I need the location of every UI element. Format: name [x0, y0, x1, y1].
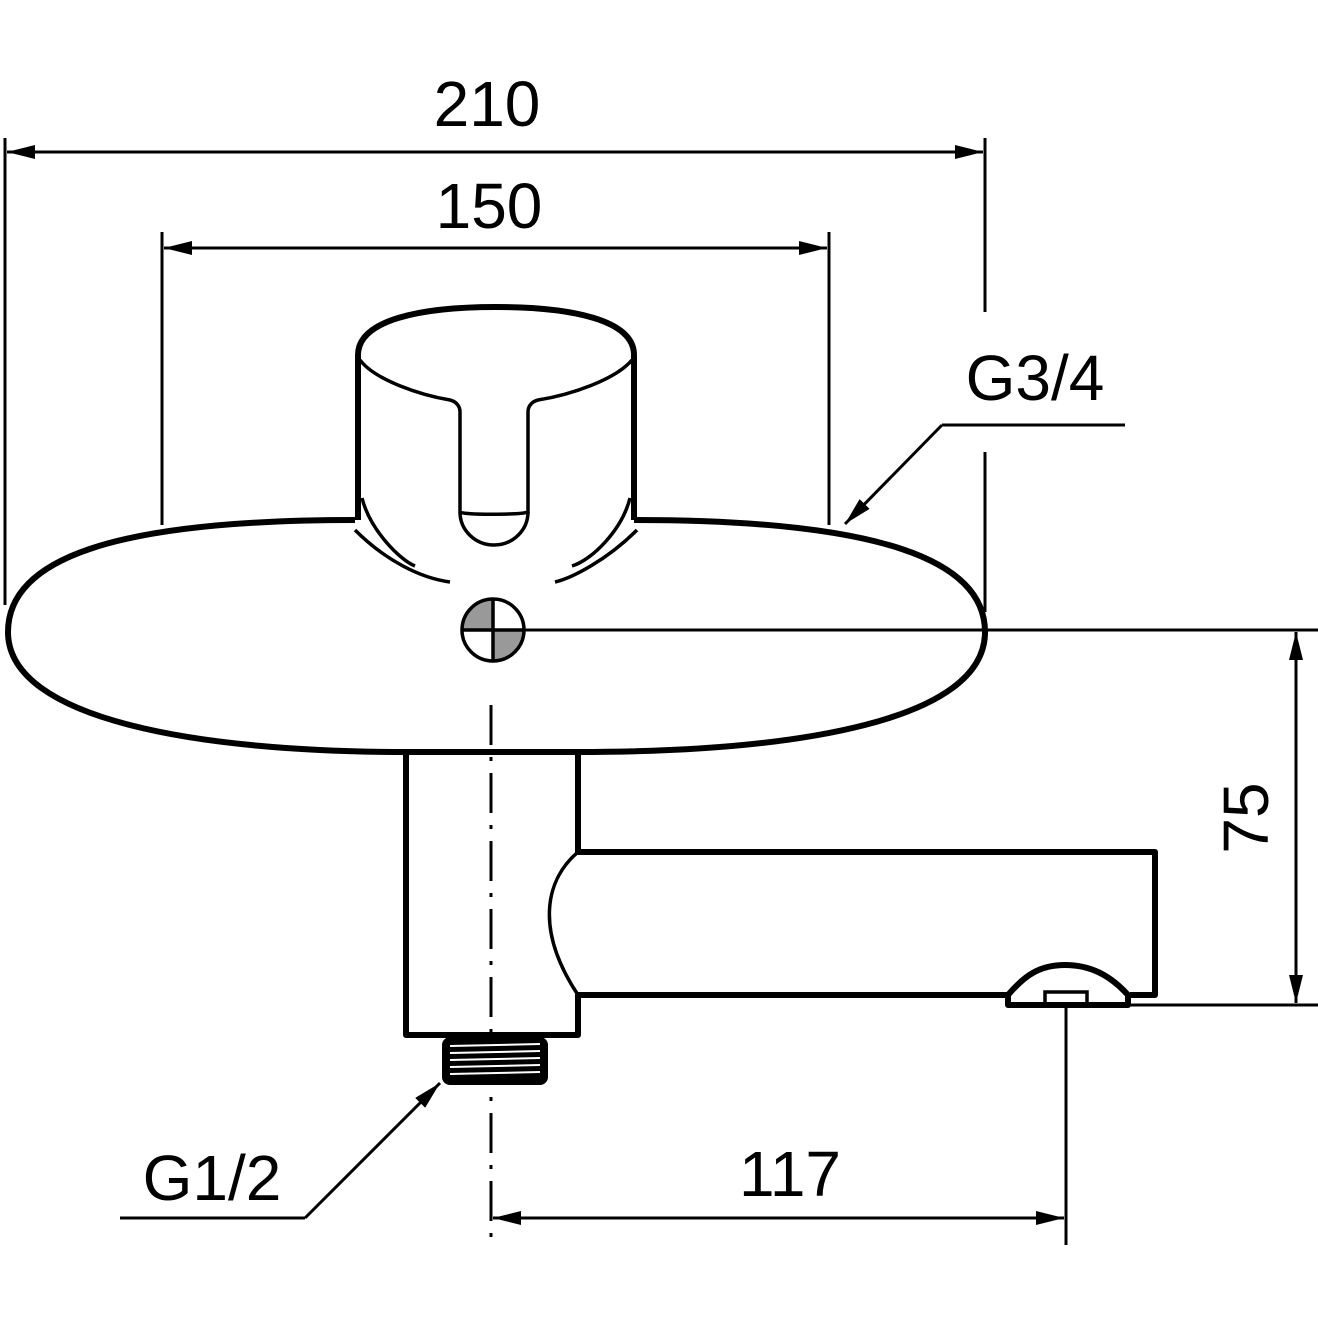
- center-marker: [460, 597, 526, 663]
- dimension-label: 150: [436, 170, 543, 242]
- aerator: [1043, 990, 1089, 1006]
- mixer-body: [5, 517, 988, 755]
- dimension-117: 117: [493, 1005, 1068, 1245]
- control-knob: [353, 304, 639, 584]
- dimension-150: 150: [160, 170, 831, 525]
- leader-arrow: [843, 423, 944, 526]
- thread-callout-g1-2: G1/2: [120, 1081, 442, 1220]
- thread-label: G1/2: [143, 1142, 282, 1214]
- outlet-thread: [442, 1037, 548, 1085]
- spout: [403, 755, 1158, 1038]
- dimension-label: 210: [434, 68, 541, 140]
- leader-arrow: [303, 1081, 442, 1220]
- dimension-label: 75: [1210, 782, 1282, 853]
- dimension-210: 210: [3, 68, 987, 612]
- thread-callout-g3-4: G3/4: [843, 342, 1125, 526]
- thread-label: G3/4: [966, 342, 1105, 414]
- dimension-label: 117: [739, 1138, 841, 1210]
- dimension-75: 75: [1130, 632, 1318, 1007]
